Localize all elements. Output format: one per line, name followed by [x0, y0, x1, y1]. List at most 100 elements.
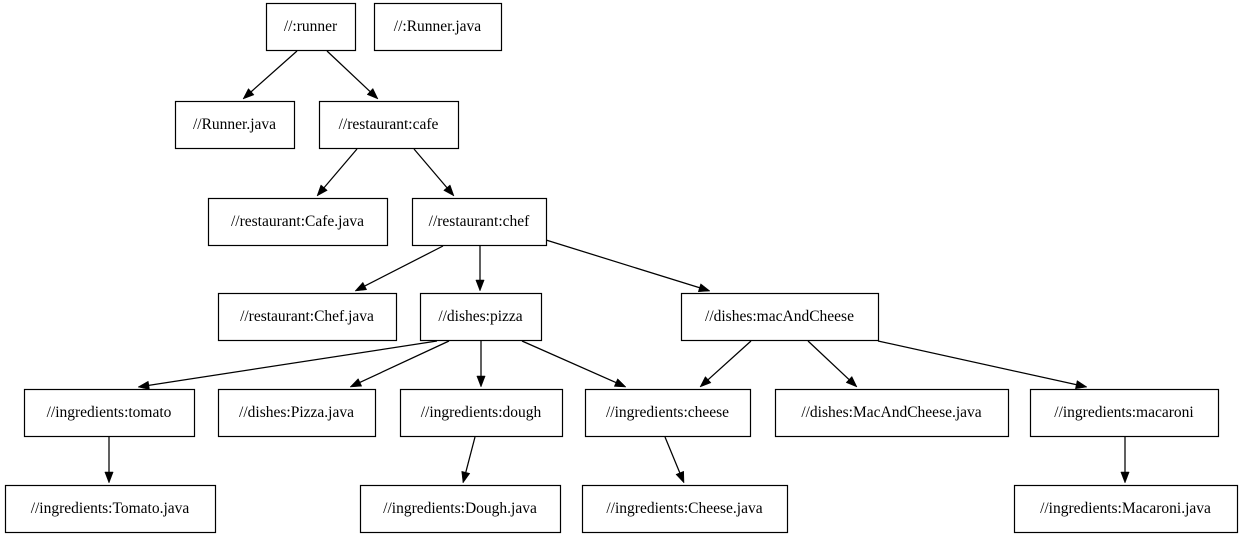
graph-edge [521, 340, 627, 388]
graph-node-ing_tomato[interactable]: //ingredients:tomato [23, 388, 196, 438]
edge-arrowhead-icon [476, 375, 486, 388]
edge-line [877, 340, 1078, 386]
graph-node-restaurant_cafe[interactable]: //restaurant:cafe [318, 100, 460, 150]
graph-node-macaroni_java[interactable]: //ingredients:Macaroni.java [1013, 484, 1239, 534]
graph-node-restaurant_chef[interactable]: //restaurant:chef [411, 197, 548, 247]
edge-arrowhead-icon [699, 376, 712, 388]
graph-node-ing_dough[interactable]: //ingredients:dough [399, 388, 564, 438]
node-label: //dishes:pizza [438, 308, 522, 325]
edge-line [413, 148, 448, 189]
node-box[interactable] [419, 292, 543, 342]
graph-node-dough_java[interactable]: //ingredients:Dough.java [359, 484, 562, 534]
node-box[interactable] [373, 2, 503, 52]
node-box[interactable] [399, 388, 564, 438]
node-label: //Runner.java [193, 116, 276, 133]
graph-node-root_runner_java[interactable]: //:Runner.java [373, 2, 503, 52]
graph-edge [413, 148, 455, 197]
edge-line [807, 340, 851, 381]
graph-node-pizza_java[interactable]: //dishes:Pizza.java [217, 388, 377, 438]
edge-arrowhead-icon [461, 470, 471, 484]
node-box[interactable] [774, 388, 1010, 438]
graph-edge [242, 50, 298, 100]
edge-arrowhead-icon [443, 184, 455, 197]
edge-line [464, 436, 476, 474]
node-label: //ingredients:Tomato.java [31, 500, 190, 517]
edge-arrowhead-icon [845, 375, 858, 388]
graph-node-chef_java[interactable]: //restaurant:Chef.java [217, 292, 398, 342]
edge-line [326, 50, 372, 93]
graph-edge [349, 340, 450, 388]
node-label: //ingredients:macaroni [1054, 404, 1194, 421]
graph-node-mac_java[interactable]: //dishes:MacAndCheese.java [774, 388, 1010, 438]
node-label: //restaurant:cafe [339, 116, 439, 133]
graph-edge [354, 245, 444, 292]
node-label: //ingredients:Dough.java [383, 500, 537, 517]
edge-arrowhead-icon [316, 184, 328, 197]
node-label: //restaurant:Chef.java [240, 308, 374, 325]
graph-edge [476, 341, 486, 388]
graph-node-ing_cheese[interactable]: //ingredients:cheese [584, 388, 752, 438]
graph-edge [877, 340, 1088, 390]
node-box[interactable] [584, 388, 752, 438]
node-label: //ingredients:dough [421, 404, 542, 421]
edge-line [250, 50, 298, 93]
node-box[interactable] [411, 197, 548, 247]
node-box[interactable] [1029, 388, 1220, 438]
graph-node-cheese_java[interactable]: //ingredients:Cheese.java [581, 484, 789, 534]
graph-node-cafe_java[interactable]: //restaurant:Cafe.java [207, 197, 389, 247]
edge-arrowhead-icon [1075, 380, 1088, 390]
graph-edge [545, 239, 711, 293]
edge-line [323, 148, 358, 189]
node-box[interactable] [217, 292, 398, 342]
node-label: //dishes:MacAndCheese.java [801, 404, 981, 421]
node-label: //ingredients:Cheese.java [606, 500, 762, 517]
node-label: //:Runner.java [394, 18, 482, 35]
edge-arrowhead-icon [242, 88, 255, 100]
node-label: //ingredients:cheese [606, 404, 729, 421]
node-box[interactable] [265, 2, 357, 52]
edge-arrowhead-icon [349, 378, 363, 388]
node-box[interactable] [23, 388, 196, 438]
graph-edge [104, 437, 114, 484]
graph-node-dishes_mac[interactable]: //dishes:macAndCheese [680, 292, 880, 342]
node-box[interactable] [1013, 484, 1239, 534]
node-box[interactable] [217, 388, 377, 438]
node-label: //restaurant:chef [429, 213, 531, 230]
node-box[interactable] [318, 100, 460, 150]
edge-arrowhead-icon [675, 470, 685, 484]
graph-edge [1120, 437, 1130, 484]
graph-node-runner_java[interactable]: //Runner.java [174, 100, 296, 150]
graph-node-tomato_java[interactable]: //ingredients:Tomato.java [4, 484, 217, 534]
node-label: //:runner [284, 18, 338, 35]
edge-line [545, 239, 701, 289]
node-box[interactable] [359, 484, 562, 534]
edge-arrowhead-icon [366, 87, 379, 100]
edge-line [521, 340, 618, 384]
node-box[interactable] [680, 292, 880, 342]
graph-edge [137, 340, 438, 390]
edge-line [363, 245, 444, 288]
node-box[interactable] [207, 197, 389, 247]
graph-edge [461, 436, 476, 484]
edge-arrowhead-icon [354, 281, 368, 292]
edge-arrowhead-icon [137, 380, 150, 390]
graph-node-dishes_pizza[interactable]: //dishes:pizza [419, 292, 543, 342]
graph-edge [326, 50, 379, 100]
edge-line [664, 436, 681, 474]
edge-line [707, 340, 752, 381]
edge-arrowhead-icon [1120, 471, 1130, 484]
graph-node-runner[interactable]: //:runner [265, 2, 357, 52]
node-box[interactable] [581, 484, 789, 534]
edge-arrowhead-icon [697, 283, 711, 293]
edge-arrowhead-icon [475, 279, 485, 292]
node-label: //dishes:macAndCheese [705, 308, 854, 325]
nodes-layer: //:runner //:Runner.java //Runner.java //re… [4, 2, 1239, 534]
graph-node-ing_macaroni[interactable]: //ingredients:macaroni [1029, 388, 1220, 438]
node-box[interactable] [174, 100, 296, 150]
graph-edge [807, 340, 858, 388]
edges-layer [104, 50, 1130, 484]
edge-line [358, 340, 450, 384]
node-box[interactable] [4, 484, 217, 534]
